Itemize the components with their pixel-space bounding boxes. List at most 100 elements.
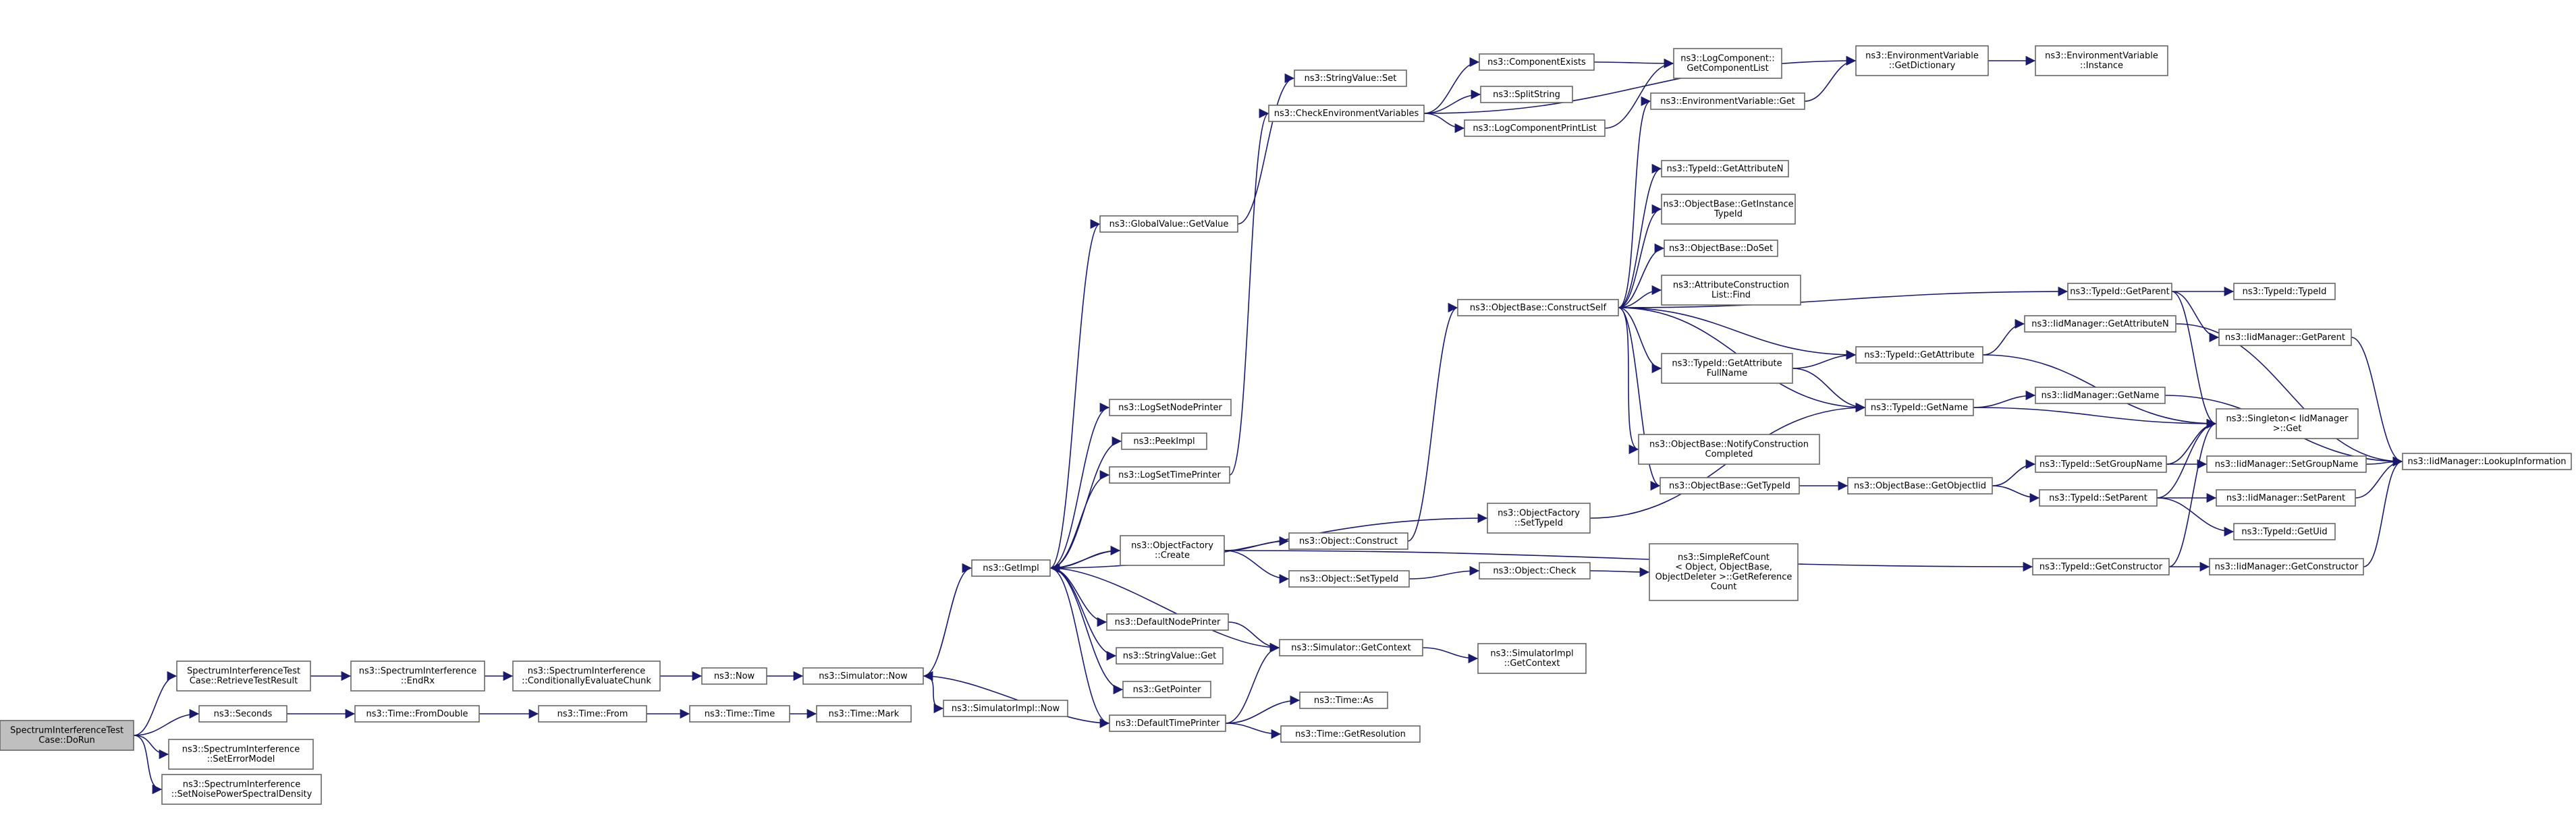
node-label: ns3::TypeId::GetAttribute: [1864, 350, 1974, 360]
node-peekimpl[interactable]: ns3::PeekImpl: [1121, 432, 1207, 450]
node-singletonget[interactable]: ns3::Singleton< IidManager >::Get: [2216, 408, 2359, 439]
node-getimpl[interactable]: ns3::GetImpl: [971, 559, 1051, 577]
node-obgettypeid[interactable]: ns3::ObjectBase::GetTypeId: [1660, 477, 1800, 495]
node-splitstring[interactable]: ns3::SplitString: [1480, 86, 1573, 103]
node-box: [1660, 477, 1800, 495]
node-gvgetvalue[interactable]: ns3::GlobalValue::GetValue: [1099, 215, 1238, 233]
node-logcompprint[interactable]: ns3::LogComponentPrintList: [1464, 119, 1606, 137]
node-box: [1294, 69, 1407, 87]
node-constructself[interactable]: ns3::ObjectBase::ConstructSelf: [1457, 299, 1619, 316]
node-doset[interactable]: ns3::ObjectBase::DoSet: [1664, 240, 1778, 257]
node-label: ns3::Object::Construct: [1299, 536, 1398, 546]
node-objsettypeid[interactable]: ns3::Object::SetTypeId: [1288, 570, 1410, 588]
node-box: [1847, 477, 1993, 495]
node-box: [2032, 558, 2170, 575]
edge-constructself-to-getattrfullname: [1618, 307, 1662, 374]
edge-getname-to-iidgetname: [1973, 390, 2036, 408]
node-label: ns3::Seconds: [214, 709, 273, 719]
node-setparent[interactable]: ns3::TypeId::SetParent: [2039, 489, 2158, 507]
node-getcomplist[interactable]: ns3::LogComponent::GetComponentList: [1673, 48, 1782, 79]
node-envget[interactable]: ns3::EnvironmentVariable::Get: [1650, 92, 1805, 110]
node-getparent[interactable]: ns3::TypeId::GetParent: [2067, 283, 2172, 300]
node-iidsetparent[interactable]: ns3::IidManager::SetParent: [2216, 489, 2356, 507]
node-label: ::Instance: [2080, 61, 2123, 71]
node-objconstruct[interactable]: ns3::Object::Construct: [1288, 532, 1408, 550]
node-label: List::Find: [1711, 290, 1751, 300]
node-strvalset[interactable]: ns3::StringValue::Set: [1294, 69, 1407, 87]
node-lookupinfo[interactable]: ns3::IidManager::LookupInformation: [2402, 453, 2572, 470]
node-iidgetparent[interactable]: ns3::IidManager::GetParent: [2218, 329, 2352, 346]
node-simgetcontext[interactable]: ns3::Simulator::GetContext: [1279, 639, 1423, 656]
node-label: ns3::TypeId::SetGroupName: [2039, 459, 2162, 470]
node-seconds[interactable]: ns3::Seconds: [198, 705, 287, 723]
node-getobjectiid[interactable]: ns3::ObjectBase::GetObjectIid: [1847, 477, 1993, 495]
edge-objfactcreate-to-objsettypeid: [1224, 550, 1290, 584]
node-setgroupname[interactable]: ns3::TypeId::SetGroupName: [2035, 455, 2167, 473]
node-getattrn[interactable]: ns3::TypeId::GetAttributeN: [1661, 160, 1789, 177]
node-label: ns3::EnvironmentVariable::Get: [1660, 96, 1795, 107]
node-box: [354, 705, 480, 723]
node-timeas[interactable]: ns3::Time::As: [1299, 692, 1388, 709]
node-retrieve[interactable]: SpectrumInterferenceTestCase::RetrieveTe…: [176, 661, 311, 692]
node-getuid[interactable]: ns3::TypeId::GetUid: [2233, 523, 2336, 540]
node-box: [1661, 353, 1793, 384]
edge-objconstruct-to-constructself: [1407, 302, 1458, 542]
node-iidgetconstructor[interactable]: ns3::IidManager::GetConstructor: [2209, 558, 2364, 575]
node-setnoise[interactable]: ns3::SpectrumInterference::SetNoisePower…: [161, 774, 322, 805]
node-iidsetgroupname[interactable]: ns3::IidManager::SetGroupName: [2206, 455, 2367, 473]
node-objfactsettypeid[interactable]: ns3::ObjectFactory::SetTypeId: [1487, 503, 1591, 534]
edge-deftimeprinter-to-timegetres: [1225, 723, 1282, 739]
node-box: [1480, 86, 1573, 103]
node-timegetres[interactable]: ns3::Time::GetResolution: [1280, 725, 1421, 743]
node-envinstance[interactable]: ns3::EnvironmentVariable::Instance: [2035, 45, 2168, 76]
node-timefrom[interactable]: ns3::Time::From: [538, 705, 647, 723]
node-box: [198, 705, 287, 723]
node-label: ns3::ObjectFactory: [1131, 541, 1213, 551]
node-seterror[interactable]: ns3::SpectrumInterference::SetErrorModel: [168, 739, 314, 770]
node-getconstructor[interactable]: ns3::TypeId::GetConstructor: [2032, 558, 2170, 575]
node-label: < Object, ObjectBase,: [1675, 563, 1772, 573]
node-label: ns3::SimpleRefCount: [1678, 553, 1770, 563]
node-compexists[interactable]: ns3::ComponentExists: [1479, 53, 1595, 71]
node-now[interactable]: ns3::Now: [701, 667, 767, 685]
node-iidgetname[interactable]: ns3::IidManager::GetName: [2035, 387, 2166, 404]
node-objfactcreate[interactable]: ns3::ObjectFactory::Create: [1120, 535, 1225, 566]
node-label: ns3::Time::Mark: [829, 709, 900, 719]
node-typeidtypeid[interactable]: ns3::TypeId::TypeId: [2233, 283, 2336, 300]
node-notifyconstr[interactable]: ns3::ObjectBase::NotifyConstructionCompl…: [1638, 434, 1820, 465]
node-label: ns3::GlobalValue::GetValue: [1109, 219, 1229, 229]
node-defnodeprinter[interactable]: ns3::DefaultNodePrinter: [1106, 613, 1229, 631]
node-logtimeprinter[interactable]: ns3::LogSetTimePrinter: [1109, 466, 1230, 484]
node-fromdouble[interactable]: ns3::Time::FromDouble: [354, 705, 480, 723]
node-simnow[interactable]: ns3::Simulator::Now: [802, 667, 924, 685]
edge-compexists-to-getcomplist: [1593, 58, 1674, 69]
node-getpointer[interactable]: ns3::GetPointer: [1122, 681, 1211, 698]
edge-constructself-to-envget: [1618, 96, 1651, 308]
node-objcheck[interactable]: ns3::Object::Check: [1479, 562, 1591, 580]
node-lognodeprinter[interactable]: ns3::LogSetNodePrinter: [1109, 399, 1232, 416]
node-box: [1649, 543, 1799, 601]
node-simplerefcount[interactable]: ns3::SimpleRefCount< Object, ObjectBase,…: [1649, 543, 1799, 601]
node-iidgetattrn[interactable]: ns3::IidManager::GetAttributeN: [2024, 315, 2176, 333]
node-implgetcontext[interactable]: ns3::SimulatorImpl::GetContext: [1477, 643, 1587, 674]
node-getattribute[interactable]: ns3::TypeId::GetAttribute: [1855, 346, 1983, 364]
node-getname[interactable]: ns3::TypeId::GetName: [1865, 399, 1974, 416]
node-label: Count: [1711, 582, 1737, 592]
edge-getattrfullname-to-getname: [1792, 368, 1866, 413]
node-endrx[interactable]: ns3::SpectrumInterference::EndRx: [350, 661, 485, 692]
node-strvalget[interactable]: ns3::StringValue::Get: [1116, 647, 1224, 665]
node-label: ns3::Time::GetResolution: [1295, 729, 1406, 739]
node-label: ns3::Singleton< IidManager: [2226, 414, 2349, 424]
node-timemark[interactable]: ns3::Time::Mark: [816, 705, 912, 723]
node-deftimeprinter[interactable]: ns3::DefaultTimePrinter: [1109, 714, 1226, 732]
node-checkenv[interactable]: ns3::CheckEnvironmentVariables: [1268, 105, 1425, 122]
node-implnow[interactable]: ns3::SimulatorImpl::Now: [943, 700, 1068, 717]
node-timetime[interactable]: ns3::Time::Time: [689, 705, 790, 723]
node-envgetdict[interactable]: ns3::EnvironmentVariable::GetDictionary: [1855, 45, 1989, 76]
node-condeval[interactable]: ns3::SpectrumInterference::Conditionally…: [512, 661, 661, 692]
